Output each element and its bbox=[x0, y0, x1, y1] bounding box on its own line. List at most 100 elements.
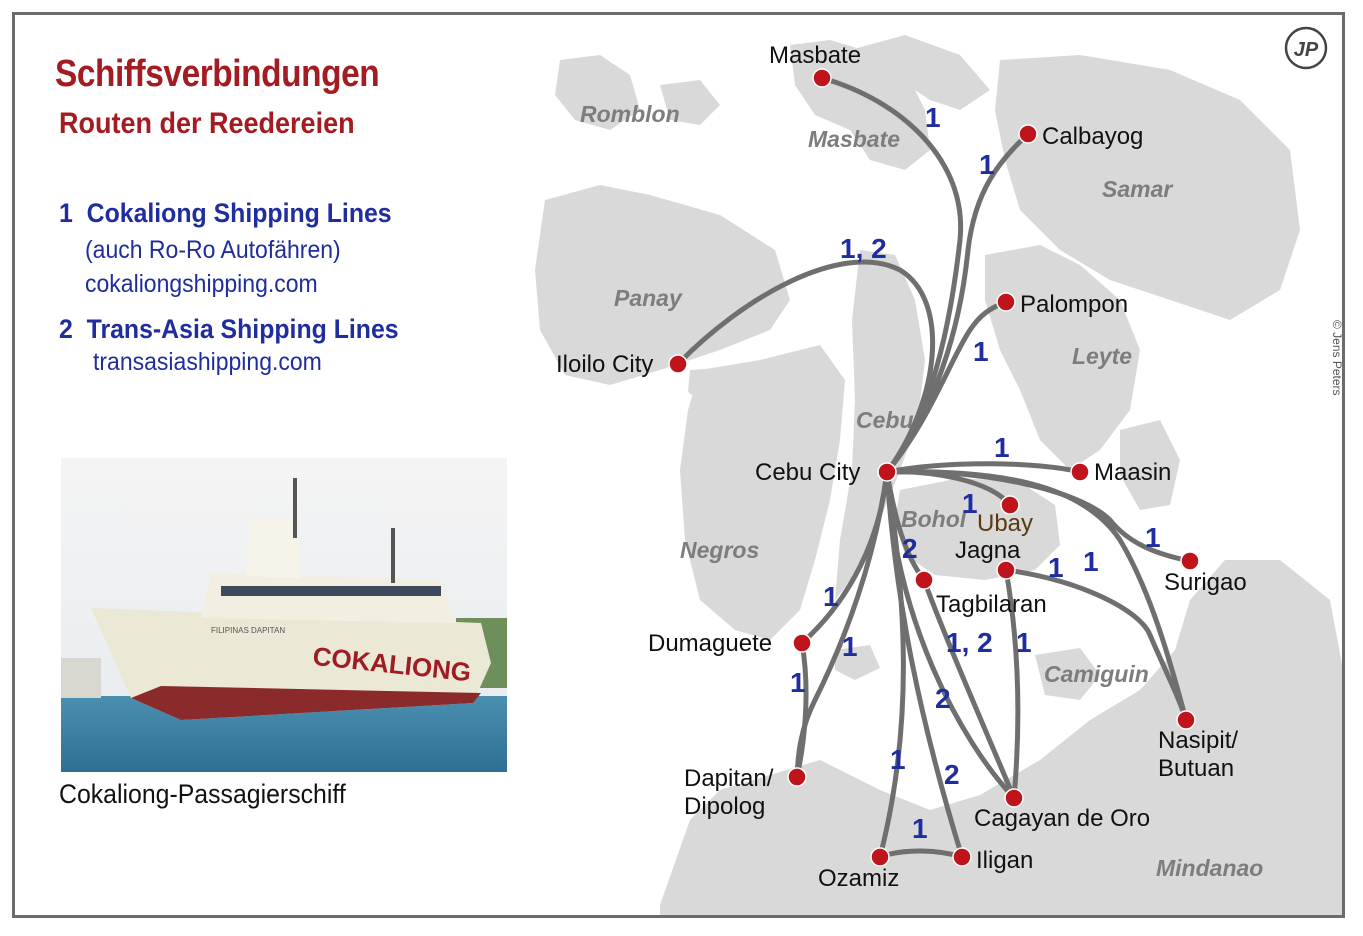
port-marker-maasin bbox=[1070, 462, 1090, 482]
port-label-surigao: Surigao bbox=[1164, 569, 1247, 596]
island-sibuyan bbox=[660, 80, 720, 125]
route-label: 1 bbox=[962, 488, 978, 519]
island-label-cebu: Cebu bbox=[856, 407, 914, 433]
page-subtitle: Routen der Reedereien bbox=[59, 107, 355, 140]
route-cebu-palompon bbox=[884, 299, 1009, 475]
island-mindanao bbox=[660, 560, 1342, 915]
port-marker-tagbilaran bbox=[914, 570, 934, 590]
route-map: Romblon Masbate Samar Panay Leyte Cebu B… bbox=[535, 26, 1342, 915]
port-marker-dumaguete bbox=[792, 633, 812, 653]
port-label-dumaguete: Dumaguete bbox=[648, 630, 772, 657]
route-label: 1, 2 bbox=[946, 627, 993, 658]
route-jagna-nasipit bbox=[1003, 567, 1189, 723]
island-label-negros: Negros bbox=[680, 537, 759, 563]
ship-photo: COKALIONG FILIPINAS DAPITAN bbox=[61, 458, 507, 772]
island-label-bohol: Bohol bbox=[901, 506, 967, 532]
legend-website[interactable]: cokaliongshipping.com bbox=[85, 270, 318, 298]
island-label-romblon: Romblon bbox=[580, 101, 680, 127]
island-label-samar: Samar bbox=[1102, 176, 1173, 202]
port-markers bbox=[668, 68, 1200, 867]
island-ticao bbox=[850, 35, 990, 110]
port-marker-iloilo bbox=[668, 354, 688, 374]
port-marker-jagna bbox=[996, 560, 1016, 580]
port-marker-cagayan bbox=[1004, 788, 1024, 808]
port-marker-ozamiz bbox=[870, 847, 890, 867]
route-label: 1 bbox=[925, 102, 941, 133]
legend-operator-name: Cokaliong Shipping Lines bbox=[86, 198, 392, 228]
island-cebu bbox=[835, 250, 925, 600]
port-label-iloilo: Iloilo City bbox=[556, 351, 653, 378]
legend-entry-1: 1 Cokaliong Shipping Lines bbox=[59, 198, 392, 229]
route-labels: 1 1 1, 2 1 1 1 1 2 1 1 1 1 1 1, 2 1 1 2 … bbox=[790, 102, 1161, 844]
island-label-masbate: Masbate bbox=[808, 126, 900, 152]
route-cebu-cagayan bbox=[884, 469, 1017, 801]
photo-caption: Cokaliong-Passagierschiff bbox=[59, 779, 346, 809]
route-label: 1 bbox=[890, 744, 906, 775]
route-label: 1 bbox=[1048, 552, 1064, 583]
port-marker-palompon bbox=[996, 292, 1016, 312]
port-label-ozamiz: Ozamiz bbox=[818, 865, 899, 892]
route-cebu-iloilo bbox=[675, 259, 936, 475]
port-labels: Masbate Calbayog Palompon Iloilo City Ce… bbox=[556, 42, 1247, 892]
port-label-cagayan: Cagayan de Oro bbox=[974, 805, 1150, 832]
island-samar bbox=[995, 55, 1300, 320]
copyright: © Jens Peters bbox=[1330, 320, 1344, 396]
island-label-camiguin: Camiguin bbox=[1044, 661, 1149, 687]
legend-note: (auch Ro-Ro Autofähren) bbox=[85, 236, 341, 264]
port-label-iligan: Iligan bbox=[976, 847, 1033, 874]
route-label: 1 bbox=[823, 581, 839, 612]
port-label-ubay: Ubay bbox=[977, 510, 1033, 537]
island-negros bbox=[680, 345, 845, 640]
route-label: 1 bbox=[973, 336, 989, 367]
route-tagbilaran-cagayan bbox=[921, 577, 1017, 801]
port-marker-surigao bbox=[1180, 551, 1200, 571]
port-label-jagna: Jagna bbox=[955, 537, 1021, 564]
port-label-palompon: Palompon bbox=[1020, 291, 1128, 318]
legend-website[interactable]: transasiashipping.com bbox=[93, 348, 322, 376]
route-dumaguete-dapitan bbox=[794, 640, 809, 780]
port-label-calbayog: Calbayog bbox=[1042, 123, 1143, 150]
island-dinagat bbox=[1120, 420, 1180, 510]
port-label-maasin: Maasin bbox=[1094, 459, 1171, 486]
jp-logo: JP bbox=[1284, 26, 1328, 70]
port-label-masbate: Masbate bbox=[769, 42, 861, 69]
island-panay bbox=[535, 185, 790, 385]
route-label: 1 bbox=[1083, 546, 1099, 577]
port-marker-masbate bbox=[812, 68, 832, 88]
island-siquijor bbox=[835, 645, 880, 680]
island-leyte bbox=[985, 245, 1140, 470]
port-marker-iligan bbox=[952, 847, 972, 867]
land-masses bbox=[535, 35, 1342, 915]
port-marker-calbayog bbox=[1018, 124, 1038, 144]
legend-entry-2: 2 Trans-Asia Shipping Lines bbox=[59, 314, 399, 345]
legend-number: 1 bbox=[59, 198, 73, 228]
port-marker-dapitan bbox=[787, 767, 807, 787]
port-marker-nasipit bbox=[1176, 710, 1196, 730]
port-marker-cebu bbox=[877, 462, 897, 482]
port-label-cebu: Cebu City bbox=[755, 459, 860, 486]
island-camiguin bbox=[1035, 648, 1100, 700]
route-label: 1 bbox=[790, 667, 806, 698]
route-label: 2 bbox=[902, 533, 918, 564]
island-label-panay: Panay bbox=[614, 285, 683, 311]
route-label: 1 bbox=[994, 432, 1010, 463]
ship-illustration: COKALIONG FILIPINAS DAPITAN bbox=[61, 458, 507, 772]
legend-operator-name: Trans-Asia Shipping Lines bbox=[86, 314, 399, 344]
route-jagna-cagayan bbox=[1003, 567, 1021, 801]
logo-text: JP bbox=[1294, 39, 1319, 61]
route-label: 1 bbox=[912, 813, 928, 844]
route-cebu-maasin bbox=[884, 461, 1083, 475]
route-cebu-nasipit bbox=[884, 469, 1189, 723]
island-label-mindanao: Mindanao bbox=[1156, 855, 1263, 881]
route-label: 1, 2 bbox=[840, 233, 887, 264]
port-marker-ubay bbox=[1000, 495, 1020, 515]
map-frame: Romblon Masbate Samar Panay Leyte Cebu B… bbox=[12, 12, 1345, 918]
route-label: 1 bbox=[1016, 627, 1032, 658]
logo-ring bbox=[1284, 26, 1328, 70]
route-label: 1 bbox=[979, 149, 995, 180]
legend-number: 2 bbox=[59, 314, 73, 344]
island-romblon bbox=[555, 55, 640, 130]
route-label: 2 bbox=[935, 683, 951, 714]
route-label: 1 bbox=[1145, 522, 1161, 553]
port-label-tagbilaran: Tagbilaran bbox=[936, 591, 1047, 618]
